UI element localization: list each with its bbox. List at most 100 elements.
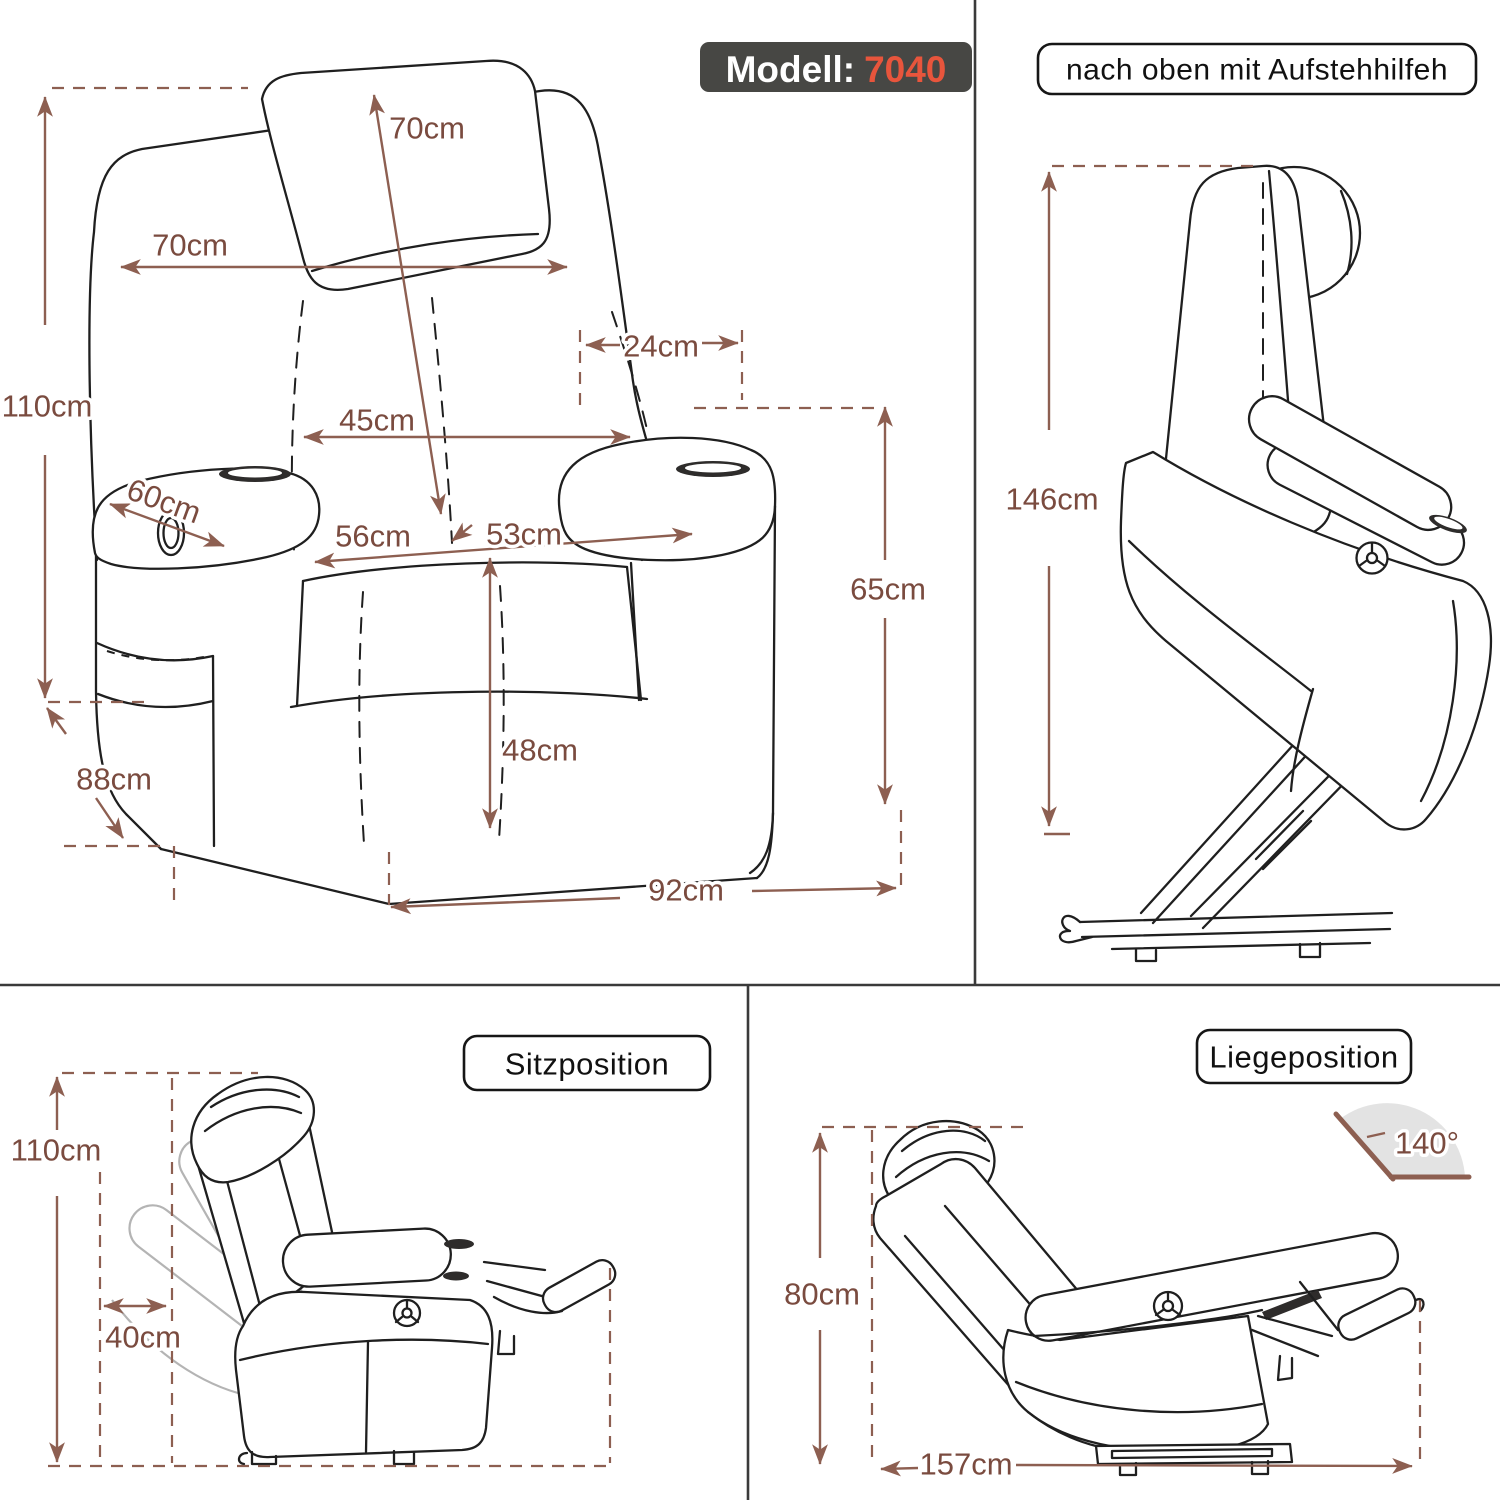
dim-between-armrests-label: 45cm: [339, 403, 415, 438]
dim-base-width-right: [751, 880, 897, 897]
seat-front-top: [301, 561, 629, 583]
lie-control-button-icon: [1152, 1290, 1184, 1322]
dim-lie-length-right: [1015, 1458, 1413, 1474]
lie-footrest-mechanism: [1250, 1280, 1425, 1382]
front-view-panel: Modell:7040: [0, 42, 972, 915]
dim-seat-width-label: 53cm: [486, 517, 562, 552]
dim-wall-distance-label: 40cm: [105, 1320, 181, 1355]
dim-lie-length-left: [880, 1460, 919, 1477]
lift-cup-holder-icon: [1429, 514, 1467, 534]
lift-right-seam: [1419, 599, 1458, 803]
lift-control-button-icon: [1355, 541, 1389, 575]
base-right-corner: [755, 811, 775, 880]
model-badge-label: Modell:7040: [726, 49, 947, 90]
dim-total-height-label: 110cm: [2, 389, 93, 424]
lift-position-panel: nach oben mit Aufstehhilfeh: [1002, 42, 1493, 963]
sit-headrest: [190, 1075, 316, 1184]
base-bottom-edge: [387, 876, 759, 906]
lift-headrest-arc: [1339, 189, 1353, 276]
lying-title-box: Liegeposition: [1195, 1028, 1413, 1085]
dim-lift-height-label: 146cm: [1005, 482, 1098, 517]
sitting-title-box: Sitzposition: [462, 1034, 712, 1092]
dim-seat-width-inner-arrow: [451, 522, 473, 542]
right-armrest-outer-edge: [748, 504, 777, 875]
lying-title-border: [1195, 1028, 1413, 1085]
sitting-title-label: Sitzposition: [505, 1047, 670, 1082]
sit-cup-holder-icon-2: [443, 1271, 469, 1281]
lie-headrest-crease-1: [900, 1129, 987, 1153]
sit-cup-holder-icon: [444, 1239, 474, 1249]
recline-angle-icon: 140°: [1333, 1103, 1472, 1182]
dim-sit-height-label: 110cm: [11, 1133, 102, 1168]
dim-lie-height-label: 80cm: [784, 1277, 860, 1312]
dim-armrest-width-label: 24cm: [623, 329, 699, 364]
dim-base-depth-label: 88cm: [76, 762, 152, 797]
side-pocket-top: [95, 641, 215, 662]
sitting-position-panel: Sitzposition: [7, 1034, 712, 1468]
headrest: [260, 59, 551, 292]
lie-front-seam: [1014, 1380, 1264, 1414]
lying-chair-drawing: [872, 1119, 1425, 1477]
base-left-diagonal: [159, 847, 391, 906]
lift-pocket-seam: [1127, 539, 1313, 693]
lie-base-rail: [1026, 1410, 1294, 1477]
sit-control-button-icon: [392, 1298, 422, 1328]
side-pocket-seam: [106, 650, 205, 662]
footrest-seam: [289, 690, 649, 709]
angle-sector-shape: [1340, 1103, 1465, 1177]
sit-foot-left: [250, 1450, 278, 1466]
recliner-front-drawing: [88, 59, 777, 906]
sit-headrest-crease-1: [209, 1088, 301, 1109]
angle-arc-tick: [1366, 1131, 1386, 1139]
front-view-dimensions: 110cm 70cm 70cm 24cm 45cm 60cm 56cm 53cm…: [0, 86, 929, 915]
lying-dimensions: 80cm 157cm: [781, 1125, 1422, 1485]
sit-armrest-pillow: [281, 1227, 452, 1288]
back-seam-wing: [611, 311, 649, 435]
lying-position-panel: Liegeposition 140°: [781, 1028, 1472, 1485]
right-cup-holder-inner: [685, 463, 741, 473]
lift-seat-body: [1119, 450, 1493, 831]
dim-lie-length-label: 157cm: [919, 1447, 1012, 1482]
lift-title-border: [1036, 42, 1478, 96]
sit-foot-right: [392, 1449, 416, 1466]
lift-title-box: nach oben mit Aufstehhilfeh: [1036, 42, 1478, 96]
seat-seam-left: [358, 591, 365, 845]
left-column-edge: [211, 654, 216, 848]
lie-armrest-pillow: [1024, 1231, 1399, 1342]
dim-side-depth-line: [109, 502, 225, 548]
lie-headrest-crease-2: [894, 1151, 991, 1179]
lying-title-label: Liegeposition: [1209, 1040, 1398, 1075]
dim-back-length-label: 70cm: [389, 111, 465, 146]
sit-front-seam: [238, 1338, 490, 1362]
dim-headrest-width-label: 70cm: [152, 228, 228, 263]
sit-headrest-crease-2: [203, 1105, 303, 1133]
sitting-title-border: [462, 1034, 712, 1092]
dim-base-width-label: 92cm: [648, 873, 724, 908]
model-badge-prefix: Modell:: [726, 49, 855, 90]
dim-seat-depth-label: 56cm: [335, 519, 411, 554]
model-badge-background: [700, 42, 972, 92]
dim-seat-height-label: 48cm: [502, 733, 578, 768]
side-pocket-bottom: [96, 692, 215, 709]
lift-chair-drawing: [1058, 164, 1493, 963]
sit-seat-body: [234, 1290, 494, 1459]
lift-face-seam: [1289, 687, 1315, 793]
sit-foot-curl: [237, 1451, 249, 1466]
model-badge-number: 7040: [864, 49, 946, 90]
sitting-chair-drawing: [111, 1075, 617, 1466]
model-badge: Modell:7040: [700, 42, 972, 92]
lift-dimensions: 146cm: [1002, 164, 1258, 836]
angle-ray-diagonal: [1333, 1111, 1396, 1182]
dim-recline-angle-label: 140°: [1395, 1126, 1459, 1161]
seat-seam-right: [498, 585, 505, 841]
seat-right-edge: [625, 565, 643, 702]
left-cup-holder-inner: [228, 468, 282, 478]
dim-base-width-left: [390, 896, 621, 915]
sit-backrest-seam-1: [220, 1160, 262, 1308]
lift-title-label: nach oben mit Aufstehhilfeh: [1066, 54, 1448, 87]
sit-vertical-seam: [364, 1340, 370, 1454]
sit-footrest-mechanism: [482, 1258, 617, 1356]
